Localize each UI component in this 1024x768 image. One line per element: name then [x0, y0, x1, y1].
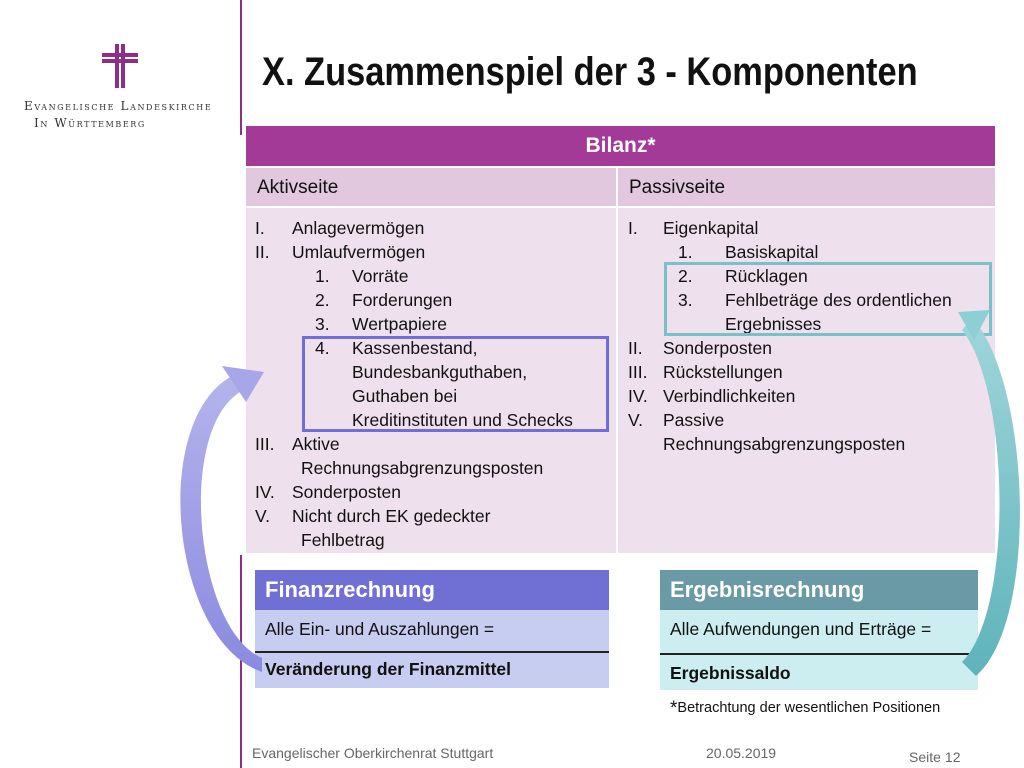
finanzrechnung-result: Veränderung der Finanzmittel [255, 651, 609, 688]
list-item: 3.Fehlbeträge des ordentlichen [678, 290, 952, 310]
logo-text: Evangelische Landeskirche In Württemberg [24, 98, 224, 132]
footnote: *Betrachtung der wesentlichen Positionen [670, 698, 940, 720]
list-item: 3.Wertpapiere [315, 314, 448, 334]
list-item: IV.Sonderposten [255, 482, 401, 502]
list-item-continuation: Rechnungsabgrenzungsposten [301, 458, 544, 478]
list-item-continuation: Kreditinstituten und Schecks [352, 410, 573, 430]
ergebnisrechnung-body: Alle Aufwendungen und Erträge = [660, 610, 978, 653]
passivseite-body: I.Eigenkapital 1.Basiskapital 2.Rücklage… [618, 206, 995, 553]
ergebnisrechnung-box: Ergebnisrechnung Alle Aufwendungen und E… [660, 570, 978, 690]
aktivseite-body: I.Anlagevermögen II.Umlaufvermögen 1.Vor… [246, 206, 616, 553]
eigenkapital-highlight [664, 262, 992, 336]
logo-line-1: Evangelische Landeskirche [24, 99, 213, 113]
list-item: 2.Rücklagen [678, 266, 808, 286]
passivseite-header: Passivseite [618, 166, 995, 206]
footnote-text: Betrachtung der wesentlichen Positionen [677, 700, 941, 716]
sidebar-divider-top [240, 0, 242, 135]
list-item: IV.Verbindlichkeiten [628, 386, 796, 406]
list-item: 1.Basiskapital [678, 242, 819, 262]
aktivseite-column: Aktivseite I.Anlagevermögen II.Umlaufver… [246, 166, 616, 553]
finanzrechnung-box: Finanzrechnung Alle Ein- und Auszahlunge… [255, 570, 609, 688]
sidebar-divider-bottom [240, 555, 242, 768]
page-label: Seite [909, 749, 941, 765]
list-item-continuation: Ergebnisses [725, 314, 822, 334]
cross-icon [102, 44, 138, 88]
ergebnisrechnung-header: Ergebnisrechnung [660, 570, 978, 610]
list-item: 2.Forderungen [315, 290, 453, 310]
list-item-continuation: Bundesbankguthaben, [352, 362, 528, 382]
list-item: II.Sonderposten [628, 338, 772, 358]
list-item: II.Umlaufvermögen [255, 242, 426, 262]
footer-organization: Evangelischer Oberkirchenrat Stuttgart [252, 745, 494, 761]
list-item-continuation: Rechnungsabgrenzungsposten [663, 434, 906, 454]
bilanz-header: Bilanz* [246, 126, 995, 166]
footnote-star: * [670, 698, 678, 719]
page-title: X. Zusammenspiel der 3 - Komponenten [262, 50, 918, 94]
list-item: V.Nicht durch EK gedeckter [255, 506, 491, 526]
passivseite-column: Passivseite I.Eigenkapital 1.Basiskapita… [618, 166, 995, 553]
kassenbestand-highlight [302, 336, 609, 432]
finanzrechnung-header: Finanzrechnung [255, 570, 609, 610]
footer-date: 20.05.2019 [706, 745, 777, 761]
logo-line-2: In Württemberg [34, 116, 146, 130]
aktivseite-header: Aktivseite [246, 166, 616, 206]
list-item: III.Rückstellungen [628, 362, 783, 382]
list-item-continuation: Guthaben bei [352, 386, 458, 406]
page-number: 12 [944, 749, 961, 765]
list-item: 1.Vorräte [315, 266, 409, 286]
list-item-continuation: Fehlbetrag [301, 530, 385, 550]
list-item: I.Anlagevermögen [255, 218, 425, 238]
ergebnisrechnung-result: Ergebnissaldo [660, 653, 978, 690]
list-item: 4.Kassenbestand, [315, 338, 478, 358]
finanzrechnung-body: Alle Ein- und Auszahlungen = [255, 610, 609, 651]
list-item: I.Eigenkapital [628, 218, 759, 238]
list-item: V.Passive [628, 410, 725, 430]
list-item: III.Aktive [255, 434, 340, 454]
